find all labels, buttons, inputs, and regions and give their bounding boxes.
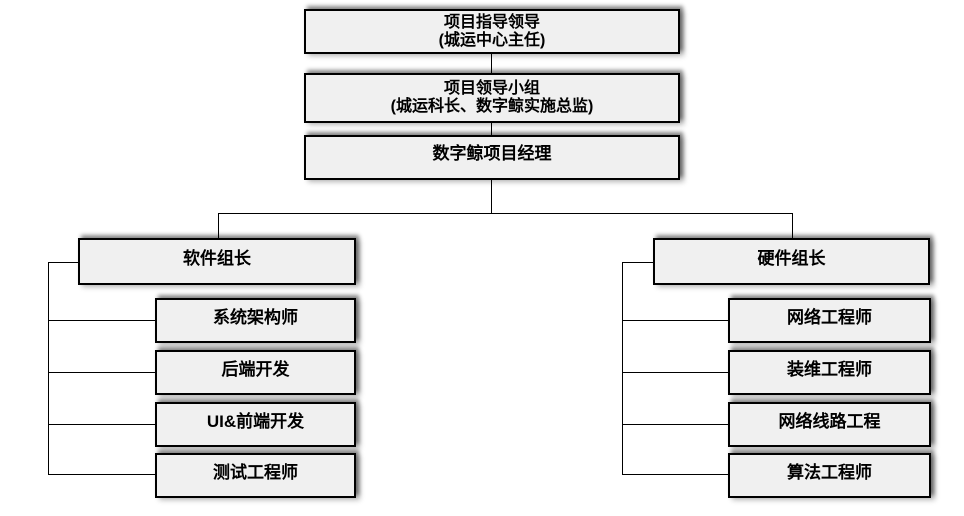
node-installation-engineer: 装维工程师 <box>728 350 931 395</box>
node-label-line: UI&前端开发 <box>206 411 305 431</box>
connector-drop-hardware-lead <box>792 213 793 238</box>
node-label-line: 数字鲸项目经理 <box>432 144 552 163</box>
node-network-engineer: 网络工程师 <box>728 298 931 343</box>
connector-stub-system-architect <box>48 320 155 321</box>
connector-stub-backend-dev <box>48 372 155 373</box>
node-hardware-lead: 硬件组长 <box>653 238 930 285</box>
node-ui-frontend-dev: UI&前端开发 <box>155 402 356 447</box>
node-label-line: 测试工程师 <box>213 462 298 482</box>
connector-stub-network-line-engineering <box>622 424 728 425</box>
node-project-leadership-group: 项目领导小组 (城运科长、数字鲸实施总监) <box>304 73 680 123</box>
node-project-manager: 数字鲸项目经理 <box>304 135 680 180</box>
node-label-line: (城运科长、数字鲸实施总监) <box>390 98 594 115</box>
connector-stub-installation-engineer <box>622 372 728 373</box>
connector-guide-to-group <box>491 54 492 73</box>
connector-drop-software-lead <box>218 213 219 238</box>
node-system-architect: 系统架构师 <box>155 298 356 343</box>
node-label-line: 网络工程师 <box>787 307 872 327</box>
connector-spine-left <box>48 262 49 475</box>
connector-stub-ui-frontend-dev <box>48 424 155 425</box>
node-label-line: 项目指导领导 <box>443 13 540 31</box>
connector-trunk <box>218 213 793 214</box>
node-software-lead: 软件组长 <box>78 238 356 285</box>
connector-stub-hardware-lead <box>622 262 653 263</box>
node-label-line: 硬件组长 <box>757 248 826 268</box>
node-test-engineer: 测试工程师 <box>155 453 356 498</box>
connector-stub-algorithm-engineer <box>622 474 728 475</box>
connector-stub-software-lead <box>48 262 78 263</box>
node-network-line-engineering: 网络线路工程 <box>728 402 931 447</box>
node-algorithm-engineer: 算法工程师 <box>728 453 931 498</box>
node-label-line: 网络线路工程 <box>778 411 881 431</box>
node-label-line: 项目领导小组 <box>443 80 540 97</box>
connector-group-to-pm <box>491 123 492 135</box>
connector-stub-network-engineer <box>622 320 728 321</box>
node-label-line: 软件组长 <box>183 248 251 268</box>
node-backend-dev: 后端开发 <box>155 350 356 395</box>
node-project-guidance-leader: 项目指导领导 (城运中心主任) <box>304 9 680 54</box>
connector-pm-to-trunk <box>491 180 492 214</box>
connector-stub-test-engineer <box>48 474 155 475</box>
node-label-line: 装维工程师 <box>787 359 872 379</box>
node-label-line: 算法工程师 <box>787 462 872 482</box>
connector-spine-right <box>622 262 623 475</box>
node-label-line: (城运中心主任) <box>438 31 546 49</box>
node-label-line: 系统架构师 <box>213 307 298 327</box>
node-label-line: 后端开发 <box>221 359 290 379</box>
